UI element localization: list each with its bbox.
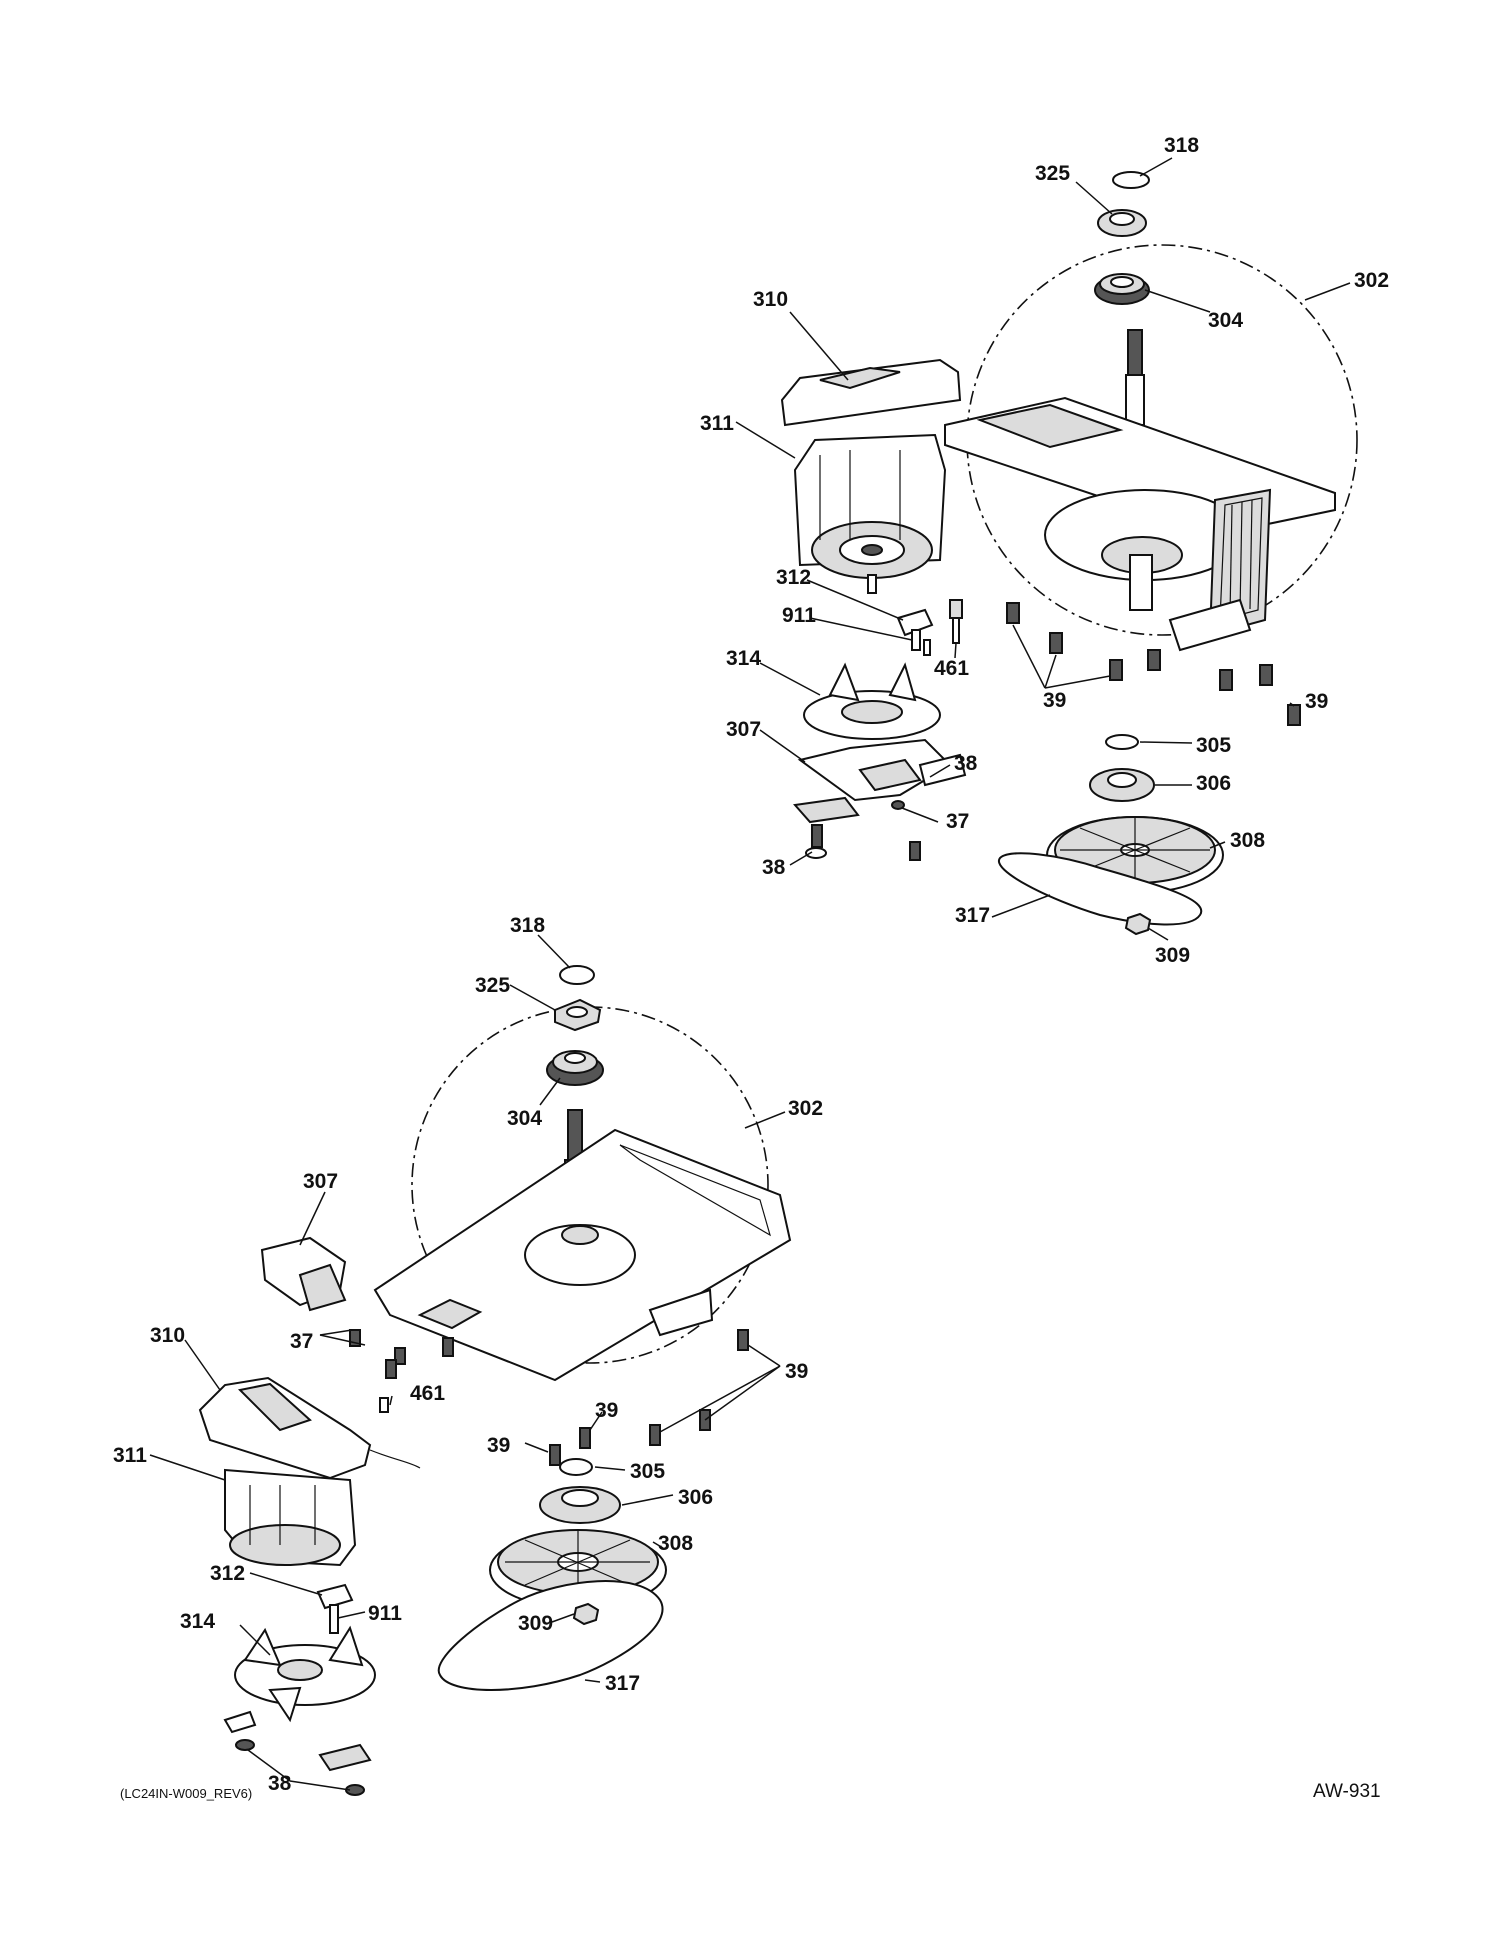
lower-callout-317: 317 bbox=[605, 1672, 640, 1695]
lower-part-318-washer bbox=[559, 965, 595, 985]
upper-callout-39-b: 39 bbox=[1305, 690, 1328, 713]
upper-callout-38-b: 38 bbox=[762, 856, 786, 879]
upper-assembly: 318 325 302 304 310 311 312 911 461 39 3… bbox=[700, 134, 1389, 967]
upper-callout-38-a: 38 bbox=[954, 752, 978, 775]
lower-callout-311: 311 bbox=[113, 1444, 147, 1467]
upper-callout-305: 305 bbox=[1196, 734, 1231, 757]
upper-part-461-screw bbox=[949, 599, 963, 644]
upper-callout-318: 318 bbox=[1164, 134, 1199, 157]
upper-part-302-gearbox bbox=[944, 396, 1336, 652]
upper-part-325-nut bbox=[1097, 209, 1147, 237]
lower-assembly: 318 325 304 302 307 310 37 461 39 39 39 … bbox=[113, 914, 823, 1796]
upper-callout-310: 310 bbox=[753, 288, 788, 311]
lower-part-305-ring bbox=[559, 1458, 593, 1476]
upper-callout-39-a: 39 bbox=[1043, 689, 1066, 712]
lower-part-311-motor bbox=[224, 1468, 357, 1567]
upper-part-306-pulley-hub bbox=[1089, 768, 1155, 802]
upper-callout-314: 314 bbox=[726, 647, 761, 670]
lower-part-37-screws bbox=[349, 1329, 406, 1365]
lower-part-310-motor-cover bbox=[198, 1376, 421, 1480]
upper-callout-309: 309 bbox=[1155, 944, 1190, 967]
lower-part-325-nut bbox=[554, 998, 602, 1032]
upper-leader-lines bbox=[735, 157, 1351, 941]
footer-right-code: AW-931 bbox=[1313, 1781, 1381, 1802]
lower-callout-304: 304 bbox=[507, 1107, 542, 1130]
upper-callout-307: 307 bbox=[726, 718, 761, 741]
upper-callout-306: 306 bbox=[1196, 772, 1231, 795]
lower-part-461-screw bbox=[379, 1397, 389, 1413]
lower-callout-911: 911 bbox=[368, 1602, 402, 1625]
upper-callout-304: 304 bbox=[1208, 309, 1243, 332]
lower-callout-39-a: 39 bbox=[487, 1434, 510, 1457]
lower-callout-312: 312 bbox=[210, 1562, 245, 1585]
lower-callout-308: 308 bbox=[658, 1532, 693, 1555]
lower-callout-325: 325 bbox=[475, 974, 510, 997]
upper-callout-317: 317 bbox=[955, 904, 990, 927]
lower-leader-lines bbox=[149, 934, 786, 1791]
upper-callout-325: 325 bbox=[1035, 162, 1070, 185]
upper-part-309-nut bbox=[1124, 912, 1152, 936]
lower-part-307-switch bbox=[260, 1236, 347, 1312]
upper-assembly-boundary-302 bbox=[966, 244, 1358, 636]
upper-part-314-fan bbox=[803, 662, 941, 740]
upper-part-317-belt bbox=[997, 852, 1203, 926]
upper-part-38-pads bbox=[793, 753, 967, 859]
lower-callout-306: 306 bbox=[678, 1486, 713, 1509]
upper-part-304-bearing bbox=[1094, 273, 1150, 305]
lower-part-302-base-plate bbox=[373, 1128, 792, 1382]
upper-callout-311: 311 bbox=[700, 412, 734, 435]
lower-callout-38: 38 bbox=[268, 1772, 292, 1795]
lower-callout-461: 461 bbox=[410, 1382, 445, 1405]
lower-callout-307: 307 bbox=[303, 1170, 338, 1193]
lower-part-306-pulley-hub bbox=[539, 1486, 621, 1524]
upper-callout-302: 302 bbox=[1354, 269, 1389, 292]
upper-callout-308: 308 bbox=[1230, 829, 1265, 852]
upper-part-312-911-bracket bbox=[896, 608, 934, 656]
lower-callout-310: 310 bbox=[150, 1324, 185, 1347]
lower-part-309-nut bbox=[572, 1602, 600, 1626]
lower-callout-302: 302 bbox=[788, 1097, 823, 1120]
upper-part-39-screws bbox=[1006, 602, 1301, 726]
lower-part-317-belt bbox=[437, 1580, 664, 1691]
lower-callout-309: 309 bbox=[518, 1612, 553, 1635]
upper-part-37-screws bbox=[891, 800, 921, 861]
lower-part-312-911-bracket bbox=[316, 1583, 354, 1634]
lower-part-314-fan bbox=[234, 1625, 376, 1723]
lower-callout-305: 305 bbox=[630, 1460, 665, 1483]
upper-callout-911: 911 bbox=[782, 604, 816, 627]
footer-left-code: (LC24IN-W009_REV6) bbox=[120, 1786, 252, 1801]
upper-part-310-motor-cover bbox=[780, 358, 962, 427]
lower-callout-37: 37 bbox=[290, 1330, 313, 1353]
lower-callout-39-b: 39 bbox=[595, 1399, 618, 1422]
upper-callout-312: 312 bbox=[776, 566, 811, 589]
lower-part-304-bearing bbox=[546, 1050, 604, 1086]
upper-part-311-motor bbox=[793, 433, 947, 594]
upper-part-307-switch bbox=[797, 738, 952, 802]
upper-part-305-ring bbox=[1105, 734, 1139, 750]
upper-callout-37: 37 bbox=[946, 810, 969, 833]
upper-callout-461: 461 bbox=[934, 657, 969, 680]
lower-callout-314: 314 bbox=[180, 1610, 215, 1633]
lower-callout-318: 318 bbox=[510, 914, 545, 937]
lower-callout-39-c: 39 bbox=[785, 1360, 808, 1383]
upper-part-shaft bbox=[1125, 329, 1145, 426]
